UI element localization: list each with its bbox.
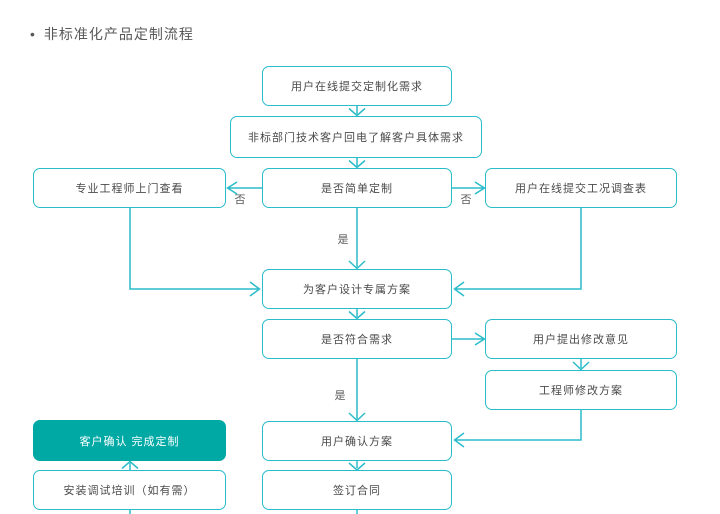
node-revise-solution: 工程师修改方案 — [485, 370, 677, 410]
connector-feedback-to-revise — [572, 359, 590, 371]
bullet-icon: • — [30, 26, 36, 42]
node-survey-form: 用户在线提交工况调查表 — [485, 168, 677, 208]
node-submit-requirements: 用户在线提交定制化需求 — [262, 66, 452, 106]
node-callback: 非标部门技术客户回电了解客户具体需求 — [230, 116, 482, 158]
connector-design-to-meets-needs — [348, 309, 366, 320]
connector-revise-to-confirm — [453, 410, 582, 448]
edge-label-yes-design: 是 — [337, 234, 349, 246]
page-title-text: 非标准化产品定制流程 — [43, 26, 194, 42]
page-title: • 非标准化产品定制流程 — [30, 24, 194, 44]
edge-label-no-left: 否 — [234, 194, 246, 206]
connector-callback-to-decision — [348, 158, 366, 169]
connector-install-to-complete — [121, 460, 139, 470]
node-confirm-solution: 用户确认方案 — [262, 421, 452, 461]
node-feedback: 用户提出修改意见 — [485, 319, 677, 359]
node-meets-needs-decision: 是否符合需求 — [262, 319, 452, 359]
connector-submit-to-callback — [348, 106, 366, 117]
connector-decision-to-design — [348, 208, 366, 270]
node-install-training: 安装调试培训（如有需） — [33, 470, 226, 510]
connector-confirm-to-sign — [348, 461, 366, 471]
node-simple-custom-decision: 是否简单定制 — [262, 168, 452, 208]
connector-meets-needs-to-feedback — [452, 332, 486, 346]
connector-engineer-visit-to-design — [129, 208, 261, 297]
connector-survey-form-to-design — [453, 208, 582, 297]
edge-label-no-right: 否 — [460, 194, 472, 206]
node-sign-contract: 签订合同 — [262, 470, 452, 510]
node-design-solution: 为客户设计专属方案 — [262, 269, 452, 309]
edge-label-yes-confirm: 是 — [334, 390, 346, 402]
node-complete: 客户确认 完成定制 — [33, 420, 226, 461]
connector-decision-to-engineer-visit — [226, 181, 262, 195]
connector-decision-to-survey-form — [452, 181, 486, 195]
connector-meets-needs-to-confirm — [348, 359, 366, 422]
node-engineer-visit: 专业工程师上门查看 — [33, 168, 226, 208]
